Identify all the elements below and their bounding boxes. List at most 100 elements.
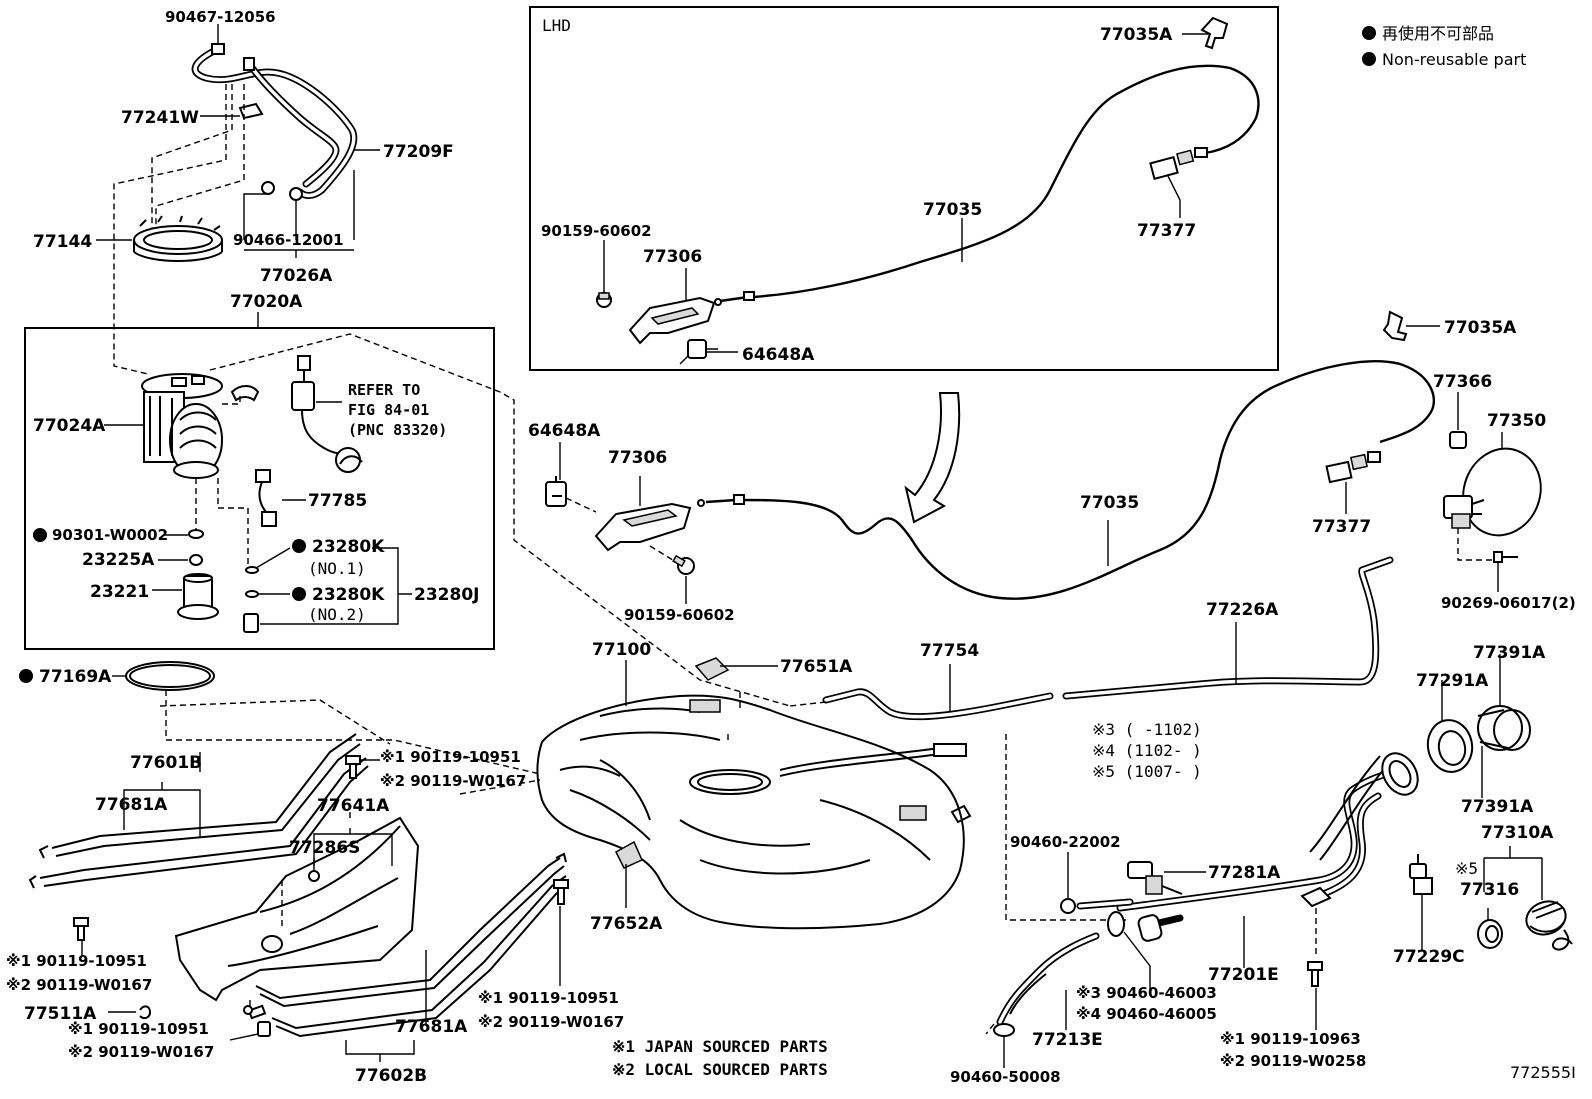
label-s2-90119-W0167-a: ※2 90119-W0167 <box>380 772 526 790</box>
hose-clip-icon <box>211 43 225 55</box>
gasket-ring-icon <box>125 661 215 691</box>
label-77286S: 77286S <box>289 838 360 858</box>
tank-pad-icon <box>615 840 643 869</box>
non-reusable-dot-icon <box>1362 52 1376 66</box>
fuel-tank-area: 77100 77651A 77652A <box>459 640 1126 934</box>
label-90159-60602: 90159-60602 <box>624 606 735 624</box>
fuel-filter-icon <box>177 573 219 620</box>
filler-neck-icon <box>1381 752 1419 796</box>
label-s2-90119-W0167-d: ※2 90119-W0167 <box>68 1043 214 1061</box>
inset-cable-clip-icon <box>1200 16 1229 50</box>
label-s2-90119-W0258: ※2 90119-W0258 <box>1220 1052 1366 1070</box>
label-90301-W0002: 90301-W0002 <box>52 526 168 544</box>
label-s2-90119-W0167-c: ※2 90119-W0167 <box>6 976 152 994</box>
label-no1: (NO.1) <box>308 559 366 578</box>
label-23221: 23221 <box>90 582 149 602</box>
clip-icon <box>139 1005 152 1020</box>
label-s1-90119-10951-a: ※1 90119-10951 <box>380 748 521 766</box>
note-fig: FIG 84-01 <box>348 401 429 419</box>
inset-cable-ferrule <box>743 291 755 301</box>
o-ring-icon <box>245 566 259 574</box>
legend: 再使用不可部品 Non-reusable part <box>1362 24 1526 69</box>
cable-clip-icon <box>545 476 567 507</box>
label-23280K-2: 23280K <box>312 585 385 605</box>
inset-bolt-icon <box>596 292 612 308</box>
label-23280K-1: 23280K <box>312 537 385 557</box>
label-77209F: 77209F <box>383 142 454 162</box>
tank-pad-icon <box>694 657 730 681</box>
label-77281A: 77281A <box>1208 863 1281 883</box>
lid-lock-assy-icon <box>1325 451 1381 484</box>
date-notes: ※3 ( -1102) ※4 (1102- ) ※5 (1007- ) <box>1092 720 1202 781</box>
o-ring-icon <box>188 529 204 539</box>
label-23225A: 23225A <box>82 550 155 570</box>
tube-clip-icon <box>289 187 303 201</box>
label-77754: 77754 <box>920 641 979 661</box>
inset-lid-lock-assy-icon <box>1149 147 1208 218</box>
label-77100: 77100 <box>592 640 651 660</box>
label-s3-90460-46003: ※3 90460-46003 <box>1076 984 1217 1002</box>
label-77306: 77306 <box>608 448 667 468</box>
hose-clamp-icon <box>1107 911 1125 937</box>
inset-cable-tip <box>714 298 722 306</box>
pump-wire-harness-icon <box>255 469 277 527</box>
label-77391A-bottom: 77391A <box>1461 797 1534 817</box>
label-77026A: 77026A <box>260 266 333 286</box>
hose-clip-icon <box>243 57 255 71</box>
label-s1-90119-10963: ※1 90119-10963 <box>1220 1030 1361 1048</box>
gasket-area: 77169A <box>19 661 541 775</box>
clip-icon <box>308 870 320 882</box>
fuel-lid-area: 77366 77350 90269-06017(2) <box>1433 372 1576 612</box>
inset-label-64648A: 64648A <box>742 345 815 365</box>
legend-non-reusable-en: Non-reusable part <box>1382 50 1526 69</box>
non-reusable-dot-icon <box>33 528 47 542</box>
breather-valve-icon <box>1127 861 1183 895</box>
vent-tube-area: 77754 77226A <box>789 556 1394 721</box>
label-77602B: 77602B <box>355 1066 427 1086</box>
label-77366: 77366 <box>1433 372 1492 392</box>
label-77169A: 77169A <box>39 667 112 687</box>
inset-label-90159-60602: 90159-60602 <box>541 222 652 240</box>
fuel-lid-opener-area: 64648A 77306 90159-60602 77035 77035A 77… <box>528 310 1517 624</box>
label-s1-90119-10951-d: ※1 90119-10951 <box>68 1020 209 1038</box>
label-77651A: 77651A <box>780 657 853 677</box>
label-77316: 77316 <box>1460 880 1519 900</box>
inset-label-77377: 77377 <box>1137 221 1196 241</box>
fuel-pump-assembly-box: REFER TO FIG 84-01 (PNC 83320) <box>24 312 495 650</box>
label-77391A-top: 77391A <box>1473 643 1546 663</box>
note-date-4: ※4 (1102- ) <box>1092 741 1202 760</box>
label-77241W: 77241W <box>121 108 199 128</box>
tank-protector-icon <box>174 816 420 1002</box>
inset-clip-icon <box>679 339 718 365</box>
bolt-icon <box>553 879 569 905</box>
label-77681A-left: 77681A <box>95 795 168 815</box>
fuel-tank-icon <box>536 694 965 930</box>
filler-hose-icon <box>1137 914 1163 942</box>
filler-pipe-area: 90460-22002 77281A 77201E ※3 90460-46003… <box>950 752 1465 1086</box>
label-23280J: 23280J <box>414 585 479 605</box>
label-64648A: 64648A <box>528 421 601 441</box>
label-77035: 77035 <box>1080 493 1139 513</box>
lhd-inset: LHD 77035A <box>529 6 1279 371</box>
filler-ring-icon <box>1477 705 1531 751</box>
label-77601B: 77601B <box>130 753 202 773</box>
opener-bracket-icon <box>594 502 692 552</box>
label-90269-06017: 90269-06017(2) <box>1441 594 1576 612</box>
label-90460-50008: 90460-50008 <box>950 1068 1061 1086</box>
label-no2: (NO.2) <box>308 605 366 624</box>
label-77785: 77785 <box>308 491 367 511</box>
fuel-lid-cable <box>739 360 1436 600</box>
label-90467-12056: 90467-12056 <box>165 8 276 26</box>
note-pnc: (PNC 83320) <box>348 421 447 439</box>
label-s5: ※5 <box>1455 859 1478 878</box>
label-77020A: 77020A <box>230 292 303 312</box>
filler-cap-area: 77291A 77391A 77391A 77310A ※5 77316 <box>1416 643 1573 951</box>
label-90466-12001: 90466-12001 <box>233 231 344 249</box>
lhd-inset-frame <box>529 6 1279 371</box>
o-ring-icon <box>245 590 259 598</box>
lower-left-fasteners: ※1 90119-10951 ※2 90119-W0167 77511A ※1 … <box>6 917 271 1061</box>
label-s4-90460-46005: ※4 90460-46005 <box>1076 1005 1217 1023</box>
label-77229C: 77229C <box>1393 947 1465 967</box>
screw-icon <box>1493 551 1518 563</box>
